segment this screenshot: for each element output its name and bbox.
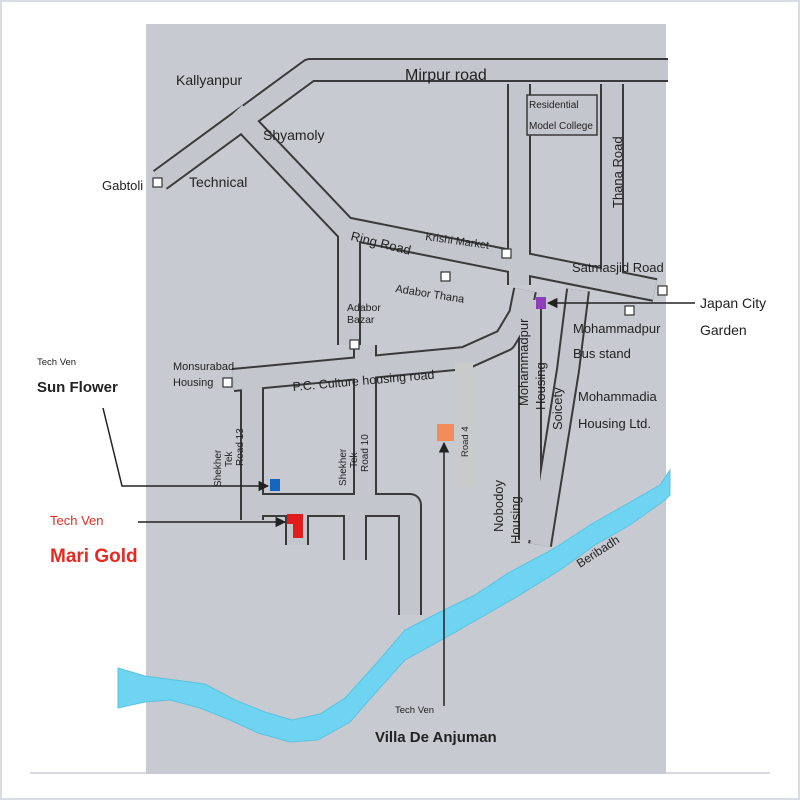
road-4-strip	[455, 362, 473, 487]
soicety-line: Soicety	[550, 387, 565, 430]
monsurabad-label: Monsurabad Housing	[173, 361, 237, 389]
road-13-line: Road 13	[235, 428, 246, 466]
kallyanpur-label: Kallyanpur	[176, 72, 242, 88]
mohammadpur-bus-label: Mohammadpur Bus stand	[573, 321, 664, 361]
nobodoy-label: Nobodoy Housing	[491, 479, 523, 544]
mohammadia-label: Mohammadia Housing Ltd.	[578, 389, 660, 431]
callout-arrows	[102, 297, 695, 706]
square-landmark-icon	[349, 339, 360, 350]
soicety-line: Housing	[533, 362, 548, 410]
residential-line: Model College	[529, 121, 593, 132]
gabtoli-label: Gabtoli	[102, 178, 143, 193]
sun-flower-title[interactable]: Sun Flower	[37, 379, 118, 396]
square-landmark-icon	[152, 177, 163, 188]
residential-line: Residential	[529, 100, 578, 111]
road-10-line: Tek	[349, 451, 360, 468]
road-network	[152, 58, 668, 615]
villa-marker[interactable]	[437, 424, 454, 441]
square-landmark-icon	[501, 248, 512, 259]
landmark-markers	[152, 177, 668, 388]
square-landmark-icon	[657, 285, 668, 296]
road-13-line: Shekher	[213, 449, 224, 487]
mari-gold-marker[interactable]	[287, 514, 303, 524]
sun-flower-arrow	[102, 407, 270, 492]
mohammadpur-soicety-label: Mohammadpur Housing Soicety	[516, 318, 565, 430]
japan-city-marker[interactable]	[536, 297, 546, 309]
villa-title[interactable]: Villa De Anjuman	[375, 729, 497, 746]
nobodoy-line: Housing	[508, 496, 523, 544]
monsurabad-line: Housing	[173, 377, 213, 389]
mohammadpur-bus-line: Bus stand	[573, 346, 631, 361]
square-landmark-icon	[440, 271, 451, 282]
mari-gold-marker-b	[293, 522, 303, 538]
mirpur-road-label: Mirpur road	[405, 67, 487, 84]
monsurabad-line: Monsurabad	[173, 361, 234, 373]
mohammadia-line: Mohammadia	[578, 389, 658, 404]
mohammadia-line: Housing Ltd.	[578, 416, 651, 431]
mari-gold-title[interactable]: Mari Gold	[50, 546, 138, 567]
japan-city-line: Japan City	[700, 295, 766, 311]
adabor-bazar-line: Adabor	[347, 302, 381, 314]
sun-flower-prefix: Tech Ven	[37, 357, 76, 368]
road-4-label: Road 4	[460, 426, 471, 457]
road-10-label: Shekher Tek Road 10	[338, 434, 371, 486]
residential-label: Residential Model College	[529, 100, 593, 132]
adabor-bazar-label: Adabor Bazar	[347, 302, 384, 326]
satmasjid-road-label: Satmasjid Road	[572, 260, 664, 275]
square-landmark-icon	[624, 305, 635, 316]
japan-city-label[interactable]: Japan City Garden	[700, 295, 770, 338]
japan-city-line: Garden	[700, 322, 747, 338]
square-landmark-icon	[222, 377, 233, 388]
college-block	[526, 94, 598, 136]
technical-label: Technical	[189, 174, 247, 190]
sun-flower-marker[interactable]	[270, 479, 280, 491]
mari-gold-prefix: Tech Ven	[50, 513, 104, 528]
shyamoly-label: Shyamoly	[263, 127, 324, 143]
soicety-line: Mohammadpur	[516, 318, 531, 406]
road-13-line: Tek	[224, 450, 235, 467]
adabor-bazar-line: Bazar	[347, 314, 375, 326]
road-10-line: Road 10	[360, 434, 371, 472]
road-10-line: Shekher	[338, 448, 349, 486]
river	[117, 468, 671, 743]
nobodoy-line: Nobodoy	[491, 479, 506, 532]
villa-prefix: Tech Ven	[395, 705, 434, 716]
mohammadpur-bus-line: Mohammadpur	[573, 321, 661, 336]
thana-road-label: Thana Road	[610, 136, 625, 208]
road-13-label: Shekher Tek Road 13	[213, 428, 246, 487]
